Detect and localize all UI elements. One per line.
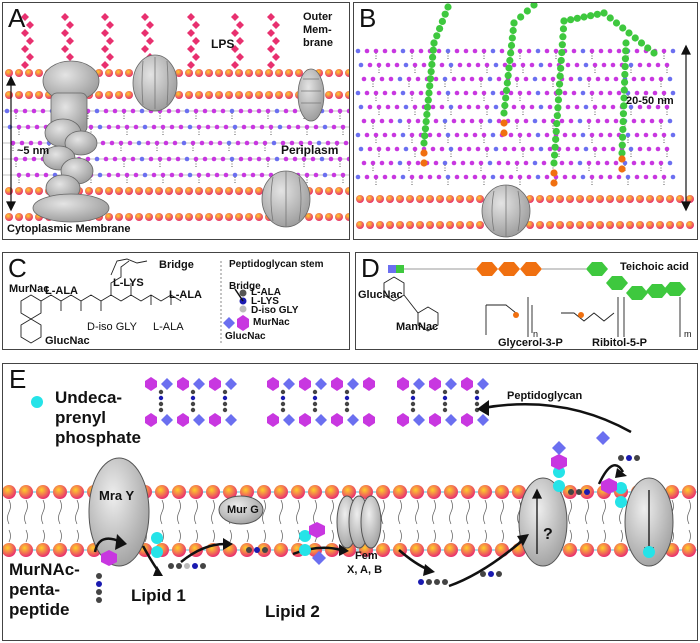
stem-title: Peptidoglycan stem (229, 259, 324, 270)
cytoplasmic-membrane-label: Cytoplasmic Membrane (7, 223, 131, 235)
glycerol-label: Glycerol-3-P (498, 337, 563, 349)
fem-label-2: X, A, B (347, 564, 383, 576)
outer-membrane-protein-right (297, 68, 325, 122)
dgly-label: D-iso GLY (87, 321, 137, 333)
glucnac-label: GlucNac (45, 335, 90, 347)
panel-c-drawing (20, 258, 249, 345)
panel-a-letter: A (8, 3, 26, 33)
murnac-label-3: peptide (9, 600, 70, 619)
panel-d-letter: D (361, 253, 380, 283)
murg-protein (218, 495, 264, 525)
mannac-label: ManNac (396, 321, 439, 333)
membrane-protein (481, 184, 531, 238)
peptidoglycan-structure (20, 258, 182, 344)
stem-bridge-label: Bridge (229, 281, 261, 292)
bridge-label: Bridge (159, 259, 194, 271)
undeca-label-3: phosphate (55, 428, 141, 447)
arrow-heads (115, 400, 627, 576)
undeca-label-1: Undeca- (55, 388, 123, 407)
lipid2-label: Lipid 2 (265, 602, 320, 621)
flippase-protein (518, 477, 568, 567)
panel-b-letter: B (359, 3, 377, 33)
teichoic-acid-label: Teichoic acid (620, 261, 689, 273)
lipid-intermediates (31, 396, 655, 603)
subscript-m: m (684, 329, 692, 339)
stem-murnac-label: MurNac (253, 317, 290, 328)
murnac-label-2: penta- (9, 580, 60, 599)
panel-d-drawing (383, 262, 686, 337)
ribitol-label: Ribitol-5-P (592, 337, 647, 349)
lps-label: LPS (211, 37, 235, 51)
panel-a-drawing (3, 13, 349, 228)
stem-dgly-label: D-iso GLY (251, 305, 299, 316)
panel-c-letter: C (8, 253, 27, 283)
phosphate-1 (513, 312, 519, 318)
lala-label-2: L-ALA (169, 289, 202, 301)
panel-d: D Teichoic acid GlucNac ManNac Glycerol-… (355, 252, 698, 350)
inner-membrane-protein (261, 170, 311, 228)
periplasm-label: Periplasm (281, 143, 339, 157)
panel-e-letter: E (9, 364, 27, 394)
membrane-bilayer (3, 485, 697, 557)
stem-glucnac-label: GlucNac (225, 331, 266, 342)
fem-proteins (336, 495, 382, 549)
panel-e: E Undeca- prenyl phosphate Peptidoglycan… (2, 363, 698, 641)
llys-label: L-LYS (113, 277, 144, 289)
peptidoglycan-label: Peptidoglycan (507, 390, 583, 402)
undeca-label-2: prenyl (55, 408, 107, 427)
stem-llys-label: L-LYS (251, 296, 279, 307)
lala-label-1: L-ALA (45, 285, 78, 297)
lipid1-label: Lipid 1 (131, 586, 186, 605)
outer-membrane-porin (132, 54, 178, 112)
teichoic-acid-schematic (388, 262, 686, 300)
size-arrow (6, 75, 16, 212)
chemical-structure (383, 276, 681, 337)
transmembrane-complex (32, 60, 110, 223)
lala-label-3: L-ALA (153, 321, 184, 333)
murnac-label: MurNac (9, 283, 50, 295)
panel-b: B 20-50 nm (353, 2, 698, 240)
pathway-arrows (93, 403, 632, 588)
outer-membrane-label-2: Mem- (303, 24, 332, 36)
mray-protein (88, 457, 150, 567)
phosphate-2 (578, 312, 584, 318)
flippase-question: ? (543, 526, 553, 543)
outer-membrane-label-1: Outer (303, 11, 333, 23)
panel-e-drawing (3, 377, 697, 603)
size-label: 20-50 nm (626, 95, 674, 107)
murg-label: Mur G (227, 504, 259, 516)
panel-a: A LPS Outer Mem- brane ~5 nm Periplasm C… (2, 2, 350, 240)
peptidoglycan-network (145, 377, 489, 427)
fem-label-1: Fem (355, 550, 378, 562)
outer-membrane-label-3: brane (303, 37, 333, 49)
stem-lala-label: L-ALA (251, 287, 281, 298)
size-arrow (681, 44, 691, 212)
teichoic-acid-chains (420, 3, 658, 187)
mray-label: Mra Y (99, 488, 135, 503)
subscript-n: n (533, 329, 539, 339)
panel-c: C MurNac Bridge L-ALA L-LYS L-ALA D-iso … (2, 252, 350, 350)
peptidoglycan-layers (355, 48, 676, 185)
panel-b-drawing (355, 3, 694, 238)
glucnac-label: GlucNac (358, 289, 403, 301)
stem-box (220, 261, 249, 345)
size-label: ~5 nm (17, 145, 50, 157)
murnac-label-1: MurNAc- (9, 560, 80, 579)
